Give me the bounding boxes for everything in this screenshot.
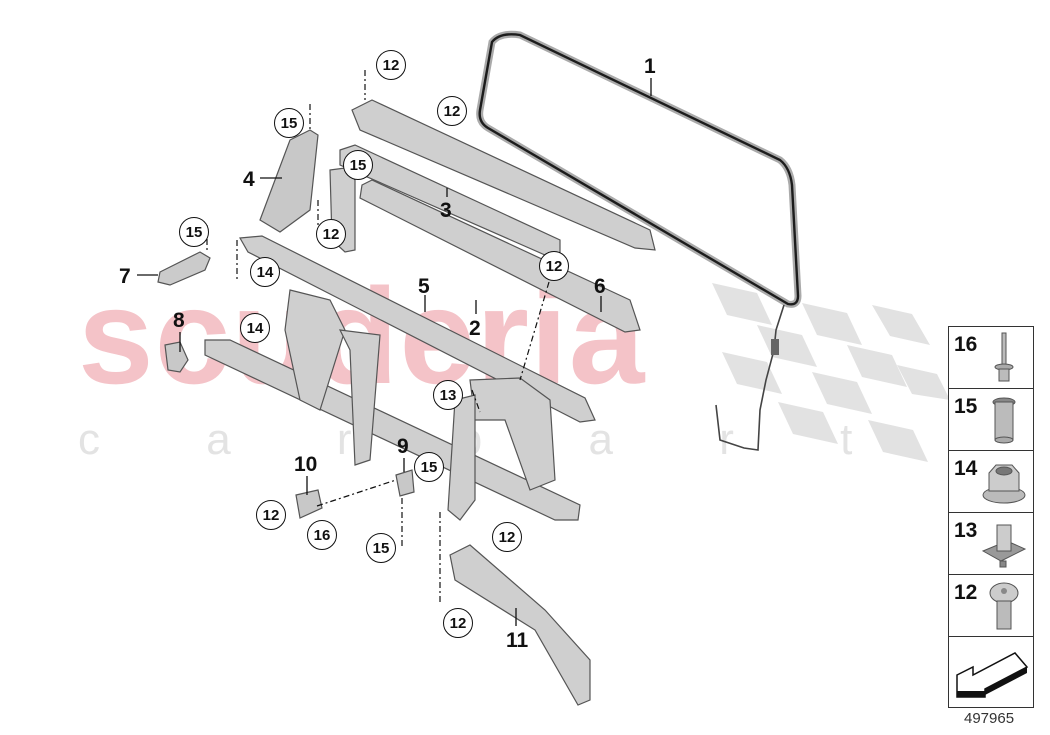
legend-item-14[interactable]: 14: [949, 451, 1033, 513]
circled-callout-15[interactable]: 15: [366, 533, 396, 563]
orientation-arrow-icon: [956, 652, 1029, 698]
circled-callout-14[interactable]: 14: [240, 313, 270, 343]
legend-number: 15: [954, 395, 978, 418]
side-bracket-part: [259, 129, 319, 233]
clip-nut-icon: [981, 524, 1027, 568]
circled-callout-12[interactable]: 12: [443, 608, 473, 638]
fastener-legend: 16 15 14 13: [948, 326, 1034, 708]
circled-callout-12[interactable]: 12: [492, 522, 522, 552]
legend-number: 14: [954, 457, 978, 480]
circled-callout-15[interactable]: 15: [179, 217, 209, 247]
circled-callout-12[interactable]: 12: [376, 50, 406, 80]
callout-5[interactable]: 5: [418, 275, 430, 298]
flange-bolt-icon: [989, 582, 1019, 630]
circled-callout-15[interactable]: 15: [414, 452, 444, 482]
small-bracket-part: [164, 341, 189, 373]
rivet-nut-icon: [992, 397, 1016, 444]
legend-number: 13: [954, 519, 978, 542]
diagram-reference-number: 497965: [964, 710, 1015, 727]
flange-nut-icon: [982, 464, 1026, 504]
legend-number: 12: [954, 581, 978, 604]
legend-item-16[interactable]: 16: [949, 327, 1033, 389]
legend-item-arrow: [949, 637, 1033, 707]
legend-number: 16: [954, 333, 978, 356]
checkered-flag-icon: [712, 283, 950, 462]
legend-item-12[interactable]: 12: [949, 575, 1033, 637]
circled-callout-14[interactable]: 14: [250, 257, 280, 287]
upper-frame-part: [329, 99, 656, 333]
callout-9[interactable]: 9: [397, 435, 409, 458]
callout-6[interactable]: 6: [594, 275, 606, 298]
mount-plate-part: [395, 469, 415, 497]
circled-callout-12[interactable]: 12: [256, 500, 286, 530]
circled-callout-15[interactable]: 15: [274, 108, 304, 138]
callout-7[interactable]: 7: [119, 265, 131, 288]
callout-1[interactable]: 1: [644, 55, 656, 78]
legend-item-13[interactable]: 13: [949, 513, 1033, 575]
cable-harness-part: [715, 304, 785, 451]
legend-item-15[interactable]: 15: [949, 389, 1033, 451]
circled-callout-12[interactable]: 12: [437, 96, 467, 126]
circled-callout-12[interactable]: 12: [316, 219, 346, 249]
lower-frame-part: [449, 544, 591, 706]
blind-rivet-icon: [994, 332, 1014, 382]
callout-4[interactable]: 4: [243, 168, 255, 191]
callout-10[interactable]: 10: [294, 453, 318, 476]
cable-connector: [771, 339, 779, 355]
circled-callout-15[interactable]: 15: [343, 150, 373, 180]
callout-3[interactable]: 3: [440, 199, 452, 222]
circled-callout-13[interactable]: 13: [433, 380, 463, 410]
rollbar-frame-part: [204, 235, 596, 521]
window-seal-part: [476, 30, 802, 308]
callout-2[interactable]: 2: [469, 317, 481, 340]
callout-11[interactable]: 11: [506, 629, 529, 652]
leader-lines: [137, 78, 652, 626]
callout-8[interactable]: 8: [173, 309, 185, 332]
circled-callout-16[interactable]: 16: [307, 520, 337, 550]
circled-callout-12[interactable]: 12: [539, 251, 569, 281]
hinge-bracket-part: [157, 251, 211, 286]
hinge-plate-part: [295, 489, 323, 519]
